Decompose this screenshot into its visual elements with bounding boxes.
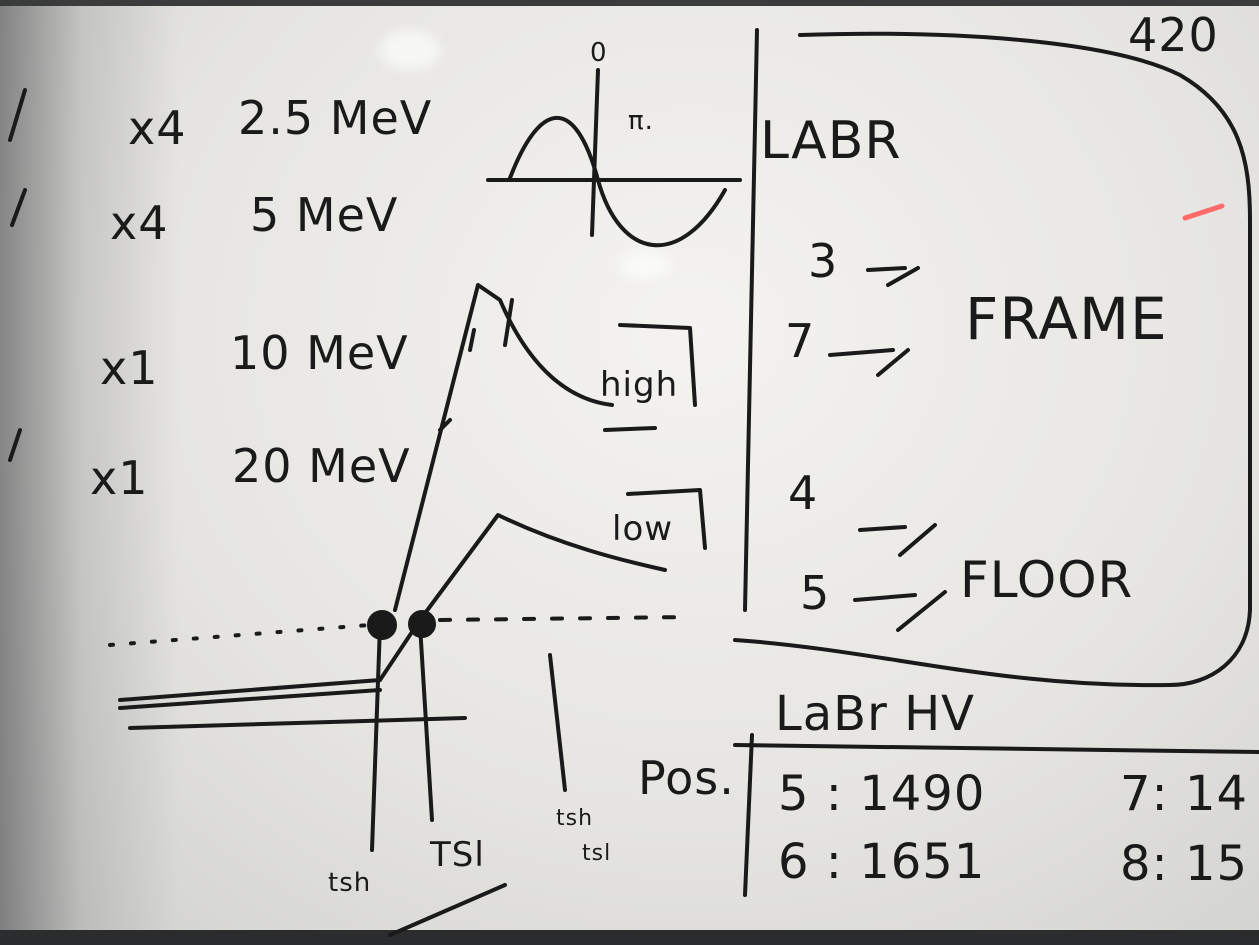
hv-table-left [743, 733, 754, 897]
mult-label: x4 [110, 196, 169, 250]
box-number: 420 [1128, 8, 1219, 62]
hv-row-right: 7: 14 [1120, 766, 1249, 822]
mult-label: x1 [100, 341, 159, 395]
low-pulse [418, 513, 667, 622]
threshold-dotted-right [438, 615, 692, 622]
red-glint [1182, 203, 1225, 221]
hv-row-right: 8: 15 [1120, 836, 1249, 892]
frame-num-2: 7 [785, 314, 816, 368]
energy-label: 5 MeV [250, 188, 399, 242]
mult-label: x4 [128, 101, 187, 155]
high-pulse [393, 283, 614, 612]
arrow-7 [828, 348, 910, 377]
high-underline [603, 426, 657, 432]
high-label: high [600, 365, 679, 405]
left-shadow [0, 0, 180, 945]
board-frame-top [0, 0, 1259, 6]
crossing-dot-2 [408, 610, 436, 638]
arrow-3 [866, 266, 920, 287]
arrow-4 [858, 523, 937, 557]
tsl-label: TSl [430, 835, 485, 875]
baseline-2 [118, 688, 382, 710]
crossing-dot-1 [367, 610, 397, 640]
tsh-small-label: tsh [556, 806, 594, 831]
floor-label: FLOOR [960, 551, 1134, 609]
baseline-1 [118, 678, 382, 702]
sine-axis-y [590, 68, 600, 237]
energy-label: 2.5 MeV [238, 91, 433, 145]
light-glare [620, 250, 670, 280]
pulse-tick [503, 298, 514, 347]
marker-third [548, 653, 567, 792]
light-glare [380, 30, 440, 70]
pulse-tick [438, 418, 452, 432]
low-box [626, 488, 707, 550]
pos-label: Pos. [638, 751, 735, 805]
low-label: low [612, 509, 674, 549]
hv-row-left: 6 : 1651 [778, 834, 986, 890]
energy-label: 10 MeV [230, 326, 409, 380]
box-title: LABR [760, 111, 902, 171]
sine-wave [508, 116, 727, 247]
edge-tick [8, 88, 27, 142]
tsl-small-label: tsl [582, 841, 612, 866]
floor-num-2: 5 [800, 566, 831, 620]
hv-row-left: 5 : 1490 [778, 766, 986, 822]
rounded-box [733, 31, 1252, 688]
sine-side-label: π. [628, 106, 654, 136]
marker-tsl [418, 623, 434, 822]
baseline-3 [128, 716, 467, 730]
marker-tsh [370, 623, 382, 852]
box-left-edge [743, 28, 759, 612]
pulse-tick [468, 328, 476, 352]
high-box [618, 323, 697, 407]
hv-table-top [733, 743, 1259, 754]
floor-num-1: 4 [788, 466, 819, 520]
tsh-label: tsh [328, 868, 372, 898]
bottom-underline [388, 883, 507, 937]
hv-title: LaBr HV [775, 686, 976, 742]
mult-label: x1 [90, 451, 149, 505]
edge-tick [8, 428, 22, 462]
arrow-5 [853, 590, 947, 632]
threshold-dotted-left [108, 623, 372, 647]
board-frame-bottom [0, 930, 1259, 945]
sine-top-label: 0 [590, 38, 608, 68]
energy-label: 20 MeV [232, 439, 411, 493]
frame-label: FRAME [965, 285, 1168, 353]
frame-num-1: 3 [808, 234, 839, 288]
edge-tick [10, 188, 27, 227]
